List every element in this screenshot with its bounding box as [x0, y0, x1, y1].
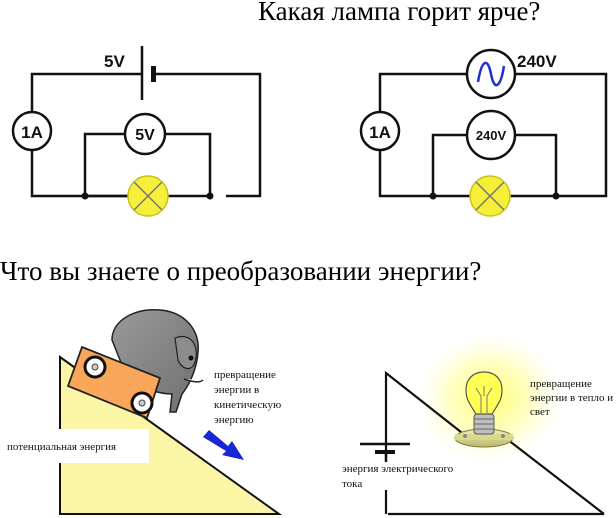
electric-energy-label: энергия электрического тока — [342, 463, 454, 490]
cart-icon — [66, 345, 162, 420]
kinetic-label-line-4: энергию — [214, 414, 254, 426]
ac-junction-left — [429, 192, 437, 200]
dc-junction-right — [206, 192, 214, 200]
cart-wheel-front — [83, 355, 107, 379]
heat-light-label: превращение энергии в тепло и свет — [530, 378, 613, 418]
ac-lamp-icon — [469, 175, 511, 217]
bulb-circuit-wires — [384, 370, 605, 516]
electric-label-line-1: энергия электрического — [342, 463, 454, 475]
motion-arrow-icon — [203, 430, 244, 460]
dc-junction-left — [81, 192, 89, 200]
kinetic-label-line-3: кинетическую — [214, 399, 281, 411]
battery-icon-2 — [360, 442, 410, 462]
ac-wire-top-left — [378, 72, 467, 113]
light-bulb-icon — [454, 371, 514, 448]
dc-ammeter: 1A — [11, 110, 53, 152]
dc-wire-top-right — [155, 72, 262, 198]
dc-voltmeter-wire-right — [166, 132, 212, 196]
heat-light-label-line-1: превращение — [530, 378, 592, 390]
kinetic-label-line-1: превращение — [214, 369, 276, 381]
ac-voltmeter-label: 240V — [476, 128, 507, 143]
potential-energy-label-box — [2, 429, 149, 463]
ac-voltmeter-wire-left — [431, 133, 466, 196]
heat-light-label-line-2: энергии в тепло и — [530, 392, 613, 404]
ac-generator-icon — [465, 48, 517, 100]
elephant-icon — [111, 309, 204, 413]
ac-circuit — [378, 72, 608, 198]
dc-voltmeter-label: 5V — [135, 127, 155, 144]
ac-wire-top-right — [515, 72, 608, 198]
ac-wire-bottom-left — [378, 150, 470, 198]
kinetic-energy-label: превращение энергии в кинетическую энерг… — [214, 369, 281, 426]
dc-circuit — [30, 72, 262, 198]
ac-ammeter-label: 1A — [369, 123, 391, 142]
cart-wheel-back — [130, 391, 154, 415]
question-which-lamp-brighter: Какая лампа горит ярче? — [258, 0, 541, 26]
ac-source-label: 240V — [517, 52, 557, 71]
potential-energy-label: потенциальная энергия — [7, 441, 116, 453]
heat-light-label-line-3: свет — [530, 406, 550, 418]
dc-lamp-icon — [127, 175, 169, 217]
dc-source-label: 5V — [104, 52, 125, 71]
question-energy-conversion: Что вы знаете о преобразовании энергии? — [0, 256, 482, 286]
kinetic-label-line-2: энергии в — [214, 384, 259, 396]
dc-voltmeter-wire-left — [83, 132, 124, 196]
ac-junction-right — [552, 192, 560, 200]
ac-ammeter: 1A — [359, 110, 401, 152]
ac-voltmeter: 240V — [465, 109, 517, 161]
dc-wire-top-left — [30, 72, 142, 113]
ac-voltmeter-wire-right — [516, 133, 558, 196]
dc-wire-bottom-left — [30, 150, 128, 198]
battery-icon — [140, 46, 156, 100]
electric-label-line-2: тока — [342, 478, 362, 490]
dc-ammeter-label: 1A — [21, 123, 43, 142]
dc-voltmeter: 5V — [123, 112, 167, 156]
